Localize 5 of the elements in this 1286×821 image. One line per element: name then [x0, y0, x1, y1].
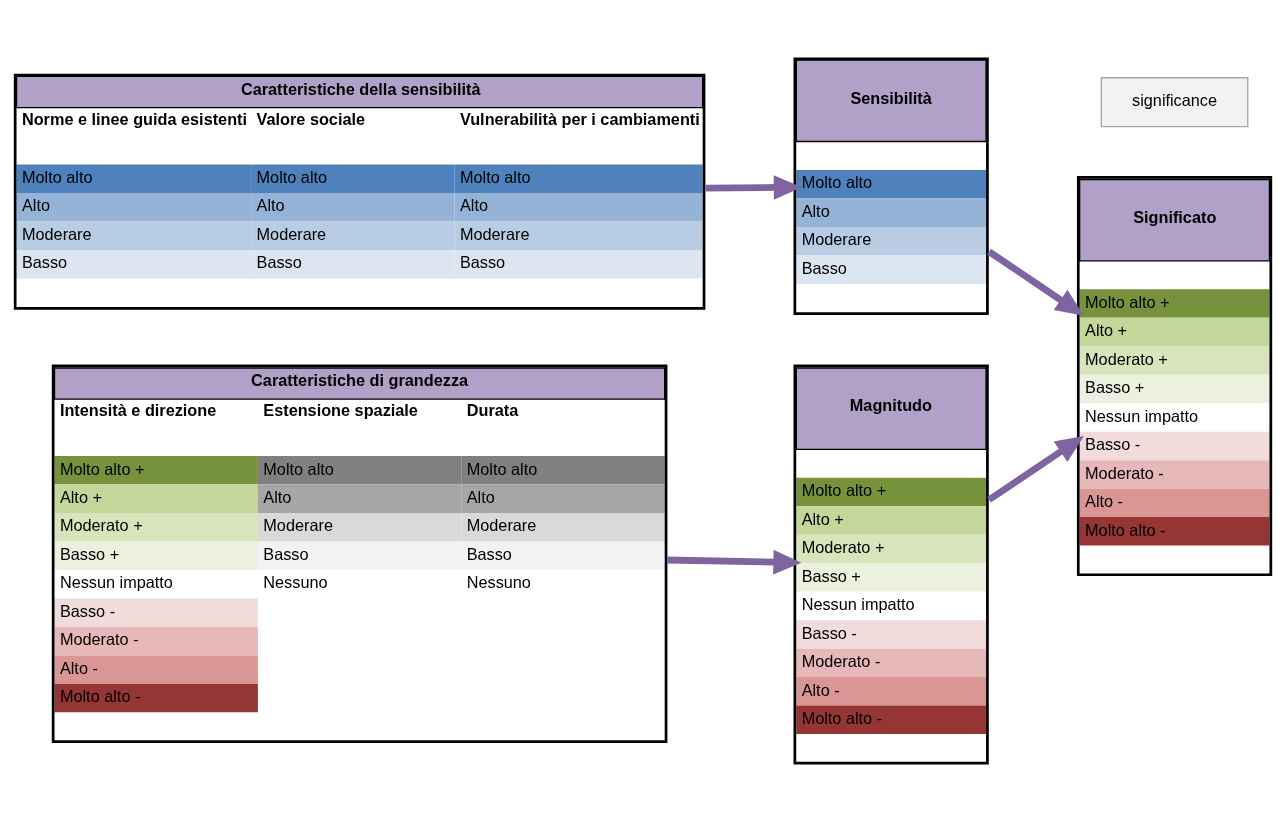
arrow [987, 248, 1084, 316]
arrow [667, 549, 802, 574]
arrow [705, 174, 802, 200]
node-box: significance [1100, 76, 1249, 127]
arrow [987, 435, 1084, 502]
